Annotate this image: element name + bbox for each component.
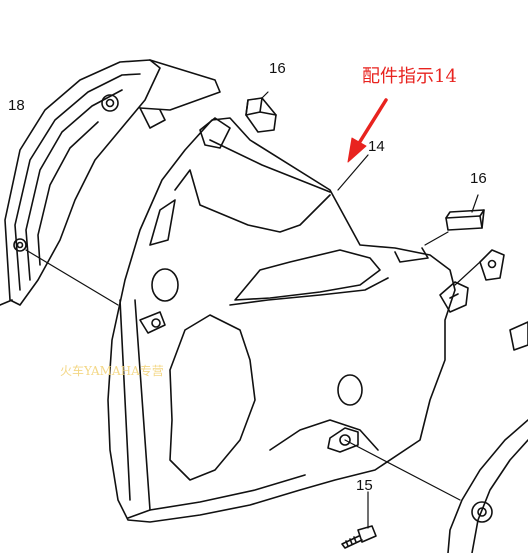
- watermark: 火车YAMAHA专营: [60, 364, 164, 378]
- leader-line-16b: [471, 194, 479, 213]
- part-18-side-cover: [0, 59, 221, 306]
- part-15-screw: [341, 525, 377, 549]
- part-label-14: 14: [368, 138, 385, 155]
- part-annotation: 配件指示14: [362, 66, 457, 87]
- part-label-15: 15: [356, 477, 373, 494]
- leader-line-16b-to-cowl: [424, 231, 449, 246]
- part-right-body: [447, 419, 528, 553]
- part-nut-clip: [439, 249, 528, 351]
- part-14-front-cowl: [107, 117, 456, 523]
- red-arrow: [347, 98, 388, 163]
- leader-line-14: [337, 154, 369, 191]
- part-label-16-right: 16: [470, 170, 487, 187]
- part-16-clip-right: [445, 209, 485, 231]
- leader-line-18: [25, 249, 119, 306]
- part-label-16-upper: 16: [269, 60, 286, 77]
- part-16-clip-upper: [245, 97, 277, 133]
- leader-line-15: [344, 439, 461, 501]
- leader-line-16a: [261, 91, 269, 99]
- part-label-18: 18: [8, 97, 25, 114]
